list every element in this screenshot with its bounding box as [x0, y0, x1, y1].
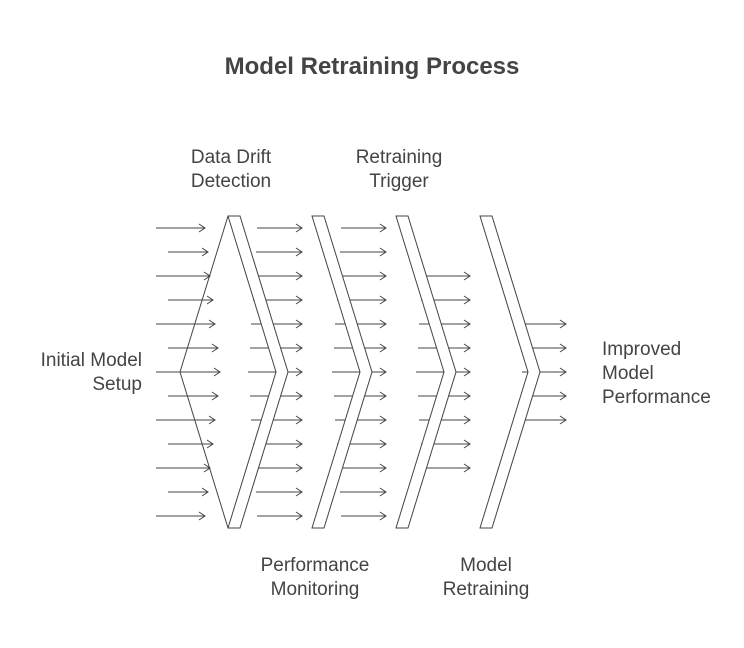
input-arrow-9: [168, 439, 214, 449]
stage-chevrons: [179, 215, 541, 529]
input-arrow-2: [156, 271, 211, 281]
stage-label-retraining-trigger-line2: Trigger: [369, 171, 429, 192]
stage-1-arrow-11: [256, 487, 303, 497]
output-arrow-4: [522, 415, 567, 425]
stage-label-model-retraining-line1: Model: [460, 555, 512, 576]
page-title: Model Retraining Process: [225, 53, 520, 80]
output-label-line1: Improved: [602, 339, 681, 360]
stage-chevron-data-drift-detection: [179, 215, 289, 529]
input-arrow-3: [168, 295, 214, 305]
stage-2-arrow-0: [341, 223, 387, 233]
input-arrow-4: [156, 319, 216, 329]
stage-chevron-performance-monitoring: [311, 215, 373, 529]
stage-2-arrow-10: [338, 463, 387, 473]
stage-1-arrow-8: [251, 415, 303, 425]
stage-2-arrow-4: [335, 319, 387, 329]
stage-label-retraining-trigger-line1: Retraining: [356, 147, 443, 168]
input-label-line1: Initial Model: [41, 350, 142, 371]
stage-label-data-drift-detection-line1: Data Drift: [191, 147, 272, 168]
stage-1-arrow-12: [257, 511, 303, 521]
stage-label-performance-monitoring-line2: Monitoring: [271, 579, 360, 600]
stage-label-performance-monitoring-line1: Performance: [261, 555, 370, 576]
stage-1-arrow-0: [257, 223, 303, 233]
stage-1-arrow-4: [251, 319, 303, 329]
stage-1-arrow-1: [256, 247, 303, 257]
stage-chevron-model-retraining: [479, 215, 541, 529]
input-arrow-0: [156, 223, 206, 233]
stage-3-arrow-6: [416, 367, 471, 377]
stage-3-arrow-4: [419, 319, 471, 329]
stage-chevron-retraining-trigger: [395, 215, 457, 529]
stage-1-arrow-10: [254, 463, 303, 473]
output-arrow-0: [522, 319, 567, 329]
stage-2-arrow-11: [340, 487, 387, 497]
stage-2-arrow-2: [338, 271, 387, 281]
output-label-line2: Model: [602, 363, 654, 384]
input-label-line2: Setup: [92, 374, 142, 395]
input-arrow-5: [168, 343, 219, 353]
input-arrow-10: [156, 463, 211, 473]
stage-3-arrow-10: [422, 463, 471, 473]
stage-label-data-drift-detection-line2: Detection: [191, 171, 271, 192]
flow-arrows: [156, 223, 567, 521]
input-arrow-6: [156, 367, 221, 377]
stage-2-arrow-8: [335, 415, 387, 425]
stage-1-arrow-2: [254, 271, 303, 281]
input-arrow-11: [168, 487, 209, 497]
stage-label-model-retraining-line2: Retraining: [443, 579, 530, 600]
stage-1-arrow-6: [248, 367, 303, 377]
stage-3-arrow-8: [419, 415, 471, 425]
input-arrow-12: [156, 511, 206, 521]
input-arrow-7: [168, 391, 219, 401]
stage-3-arrow-2: [422, 271, 471, 281]
output-label-line3: Performance: [602, 387, 711, 408]
input-arrow-1: [168, 247, 209, 257]
stage-2-arrow-6: [332, 367, 387, 377]
stage-2-arrow-1: [340, 247, 387, 257]
stage-2-arrow-12: [341, 511, 387, 521]
input-arrow-8: [156, 415, 216, 425]
